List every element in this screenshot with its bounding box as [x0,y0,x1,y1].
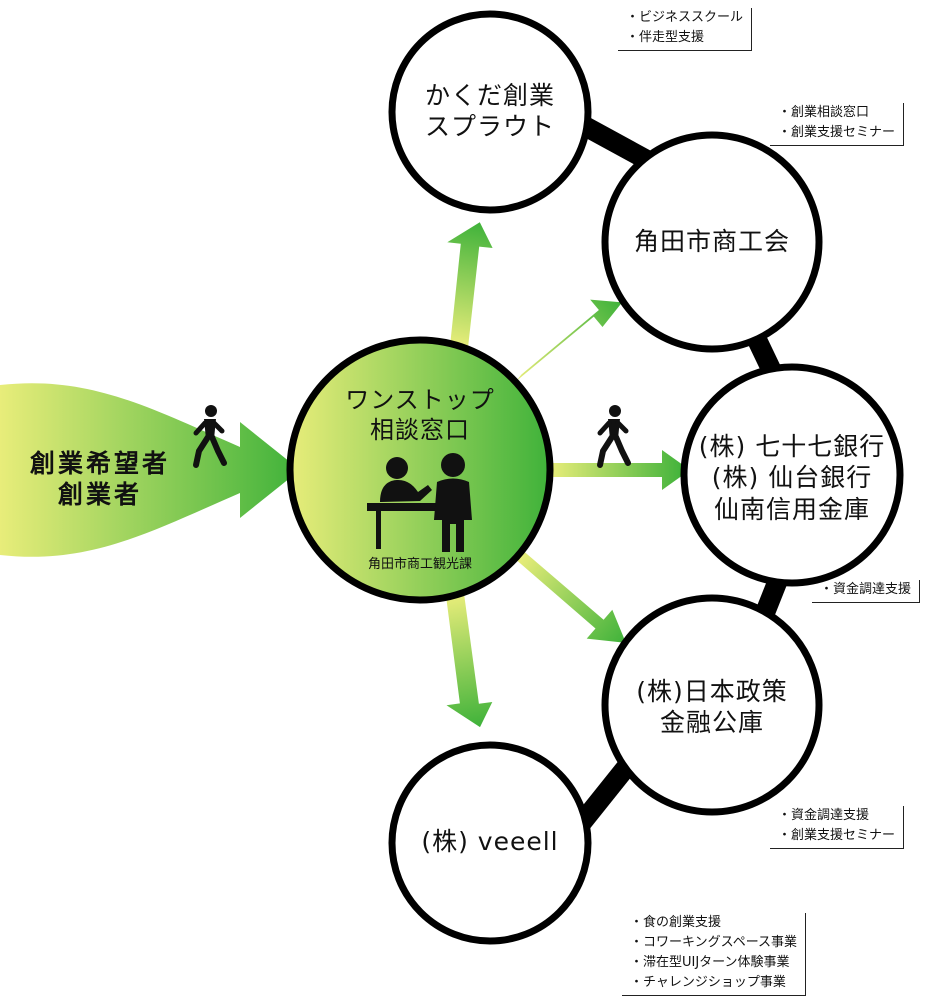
consultation-desk-icon [367,453,472,552]
applicant-arrow-shape [0,383,300,557]
banks-label: (株) 七十七銀行 (株) 仙台銀行 仙南信用金庫 [698,432,886,524]
node-circles [388,10,904,945]
note-jfc: ・資金調達支援 ・創業支援セミナー [770,806,905,849]
chamber-label: 角田市商工会 [633,227,790,256]
arrow-to-jfc [517,552,626,643]
note-kakuda-sprout: ・ビジネススクール ・伴走型支援 [618,8,753,51]
hub-circle [286,336,554,604]
arrow-to-banks [550,450,690,490]
hub-org-label: 角田市商工観光課 [367,557,472,572]
hub-title: ワンストップ 相談窓口 [345,386,495,444]
applicant-label: 創業希望者 創業者 [29,449,170,510]
node-chamber [601,131,823,353]
note-chamber: ・創業相談窓口 ・創業支援セミナー [770,103,905,146]
note-banks: ・資金調達支援 [812,580,921,603]
node-banks [680,363,904,587]
arrow-to-veeell [446,593,493,728]
walking-person-icon [193,405,227,468]
node-jfc [601,594,823,816]
veeell-label: (株) veeell [421,827,559,856]
node-kakuda-sprout [388,10,592,214]
kakuda-sprout-label: かくだ創業 スプラウト [424,81,555,142]
jfc-label: (株)日本政策 金融公庫 [636,677,788,738]
note-veeell: ・食の創業支援 ・コワーキングスペース事業 ・滞在型UIJターン体験事業 ・チャ… [622,913,807,996]
arrow-to-kakuda-sprout [447,222,493,348]
hub-arrows [446,222,690,728]
walking-person-icon [597,405,631,468]
node-veeell [388,741,592,945]
arrow-to-chamber [516,299,623,382]
